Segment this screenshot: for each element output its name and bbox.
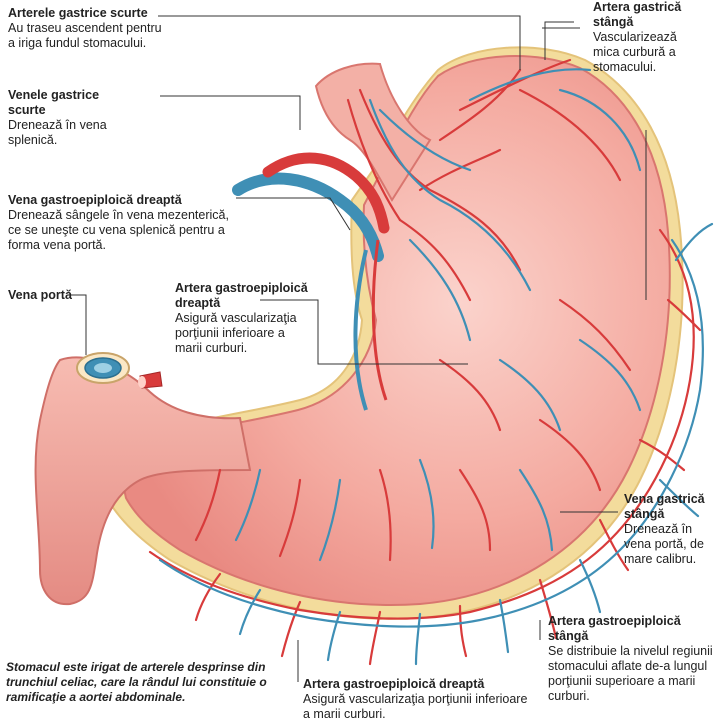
figure-caption: Stomacul este irigat de arterele desprin…	[6, 660, 267, 704]
artery-network	[148, 58, 702, 666]
label-title: Arterele gastrice scurte	[8, 6, 148, 20]
label-description: Drenează în vena portă, de mare calibru.	[624, 522, 704, 566]
label-description: Se distribuie la nivelul regiunii stomac…	[548, 644, 713, 703]
label-description: Drenează sângele în vena mezenterică, ce…	[8, 208, 229, 252]
label-left-gastric-artery: Artera gastrică stângă Vascularizează mi…	[593, 0, 703, 75]
label-description: Asigură vascularizaţia porţiunii inferio…	[175, 311, 297, 355]
vein-network	[158, 68, 714, 666]
stomach-body	[118, 55, 671, 606]
label-title: Artera gastroepiploică dreaptă	[303, 677, 485, 691]
label-portal-vein: Vena portă	[8, 288, 78, 303]
label-title: Vena portă	[8, 288, 72, 302]
label-right-gastroepiploic-vein: Vena gastroepiploică dreaptă Drenează sâ…	[8, 193, 244, 253]
label-description: Au traseu ascendent pentru a iriga fundu…	[8, 21, 162, 50]
label-title: Artera gastroepiploică dreaptă	[175, 281, 308, 310]
label-description: Vascularizează mica curbură a stomacului…	[593, 30, 677, 74]
label-title: Vena gastrică stângă	[624, 492, 705, 521]
label-description: Drenează în vena splenică.	[8, 118, 107, 147]
label-right-gastroepiploic-artery-upper: Artera gastroepiploică dreaptă Asigură v…	[175, 281, 315, 356]
label-short-gastric-veins: Venele gastrice scurte Drenează în vena …	[8, 88, 132, 148]
duodenum	[34, 356, 252, 606]
label-title: Artera gastroepiploică stângă	[548, 614, 681, 643]
artery-tube	[262, 152, 390, 234]
leader-lines	[70, 15, 647, 682]
label-title: Venele gastrice scurte	[8, 88, 100, 117]
label-left-gastric-vein: Vena gastrică stângă Drenează în vena po…	[624, 492, 718, 567]
label-right-gastroepiploic-artery-lower: Artera gastroepiploică dreaptă Asigură v…	[303, 677, 533, 722]
label-title: Vena gastroepiploică dreaptă	[8, 193, 182, 207]
splenic-vein-tube	[232, 172, 384, 262]
label-description: Asigură vascularizaţia porţiunii inferio…	[303, 692, 528, 721]
label-short-gastric-arteries: Arterele gastrice scurte Au traseu ascen…	[8, 6, 166, 51]
label-title: Artera gastrică stângă	[593, 0, 682, 29]
label-left-gastroepiploic-artery: Artera gastroepiploică stângă Se distrib…	[548, 614, 716, 704]
